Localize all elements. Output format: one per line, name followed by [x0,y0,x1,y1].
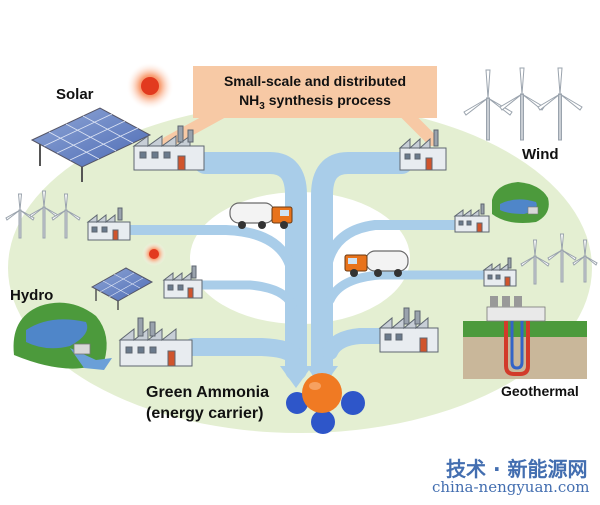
label-green-ammonia: Green Ammonia [146,384,269,401]
flow-right-main [311,152,413,381]
factory-icons [86,125,517,367]
flow-right-2 [323,220,460,267]
label-energy-carrier: (energy carrier) [146,405,264,422]
watermark-url: china-nengyuan.com [432,478,590,496]
flow-right-4 [322,328,413,360]
sun-icon-small [149,249,159,259]
flow-left-main [194,152,307,381]
label-solar: Solar [56,86,94,103]
solar-panel-small-icon [90,267,154,310]
factory-icon [482,257,517,287]
label-hydro: Hydro [10,287,54,304]
flow-left-2 [123,225,295,270]
wind-turbines-right-middle [520,233,598,285]
title-line1: Small-scale and distributed [223,73,407,89]
flow-left-3 [193,280,297,310]
factory-icon [453,203,490,233]
title-line2: NH3 synthesis process [239,92,391,112]
truck-icon-right [344,250,409,277]
hydro-dam-right-icon [492,182,549,223]
label-geothermal: Geothermal [501,383,579,399]
wind-turbines-top-right [463,67,583,141]
watermark-chinese: 技术 · 新能源网 [446,457,588,481]
factory-icon [118,317,193,367]
factory-icon [162,265,203,299]
factory-icon [398,129,447,171]
factory-icon [86,207,131,241]
hydro-dam-icon [13,302,112,370]
factory-icon [132,125,205,171]
wind-turbines-left [5,190,81,239]
label-wind: Wind [522,146,559,163]
arrowhead-left [280,366,312,388]
factory-icon [378,307,439,353]
ammonia-molecule-icon [286,373,365,434]
title-box: Small-scale and distributed NH3 synthesi… [193,66,437,118]
sun-icon-large [141,77,159,95]
flow-left-4 [184,338,303,365]
truck-icon-left [229,202,293,229]
geothermal-plant-icon [463,296,587,379]
